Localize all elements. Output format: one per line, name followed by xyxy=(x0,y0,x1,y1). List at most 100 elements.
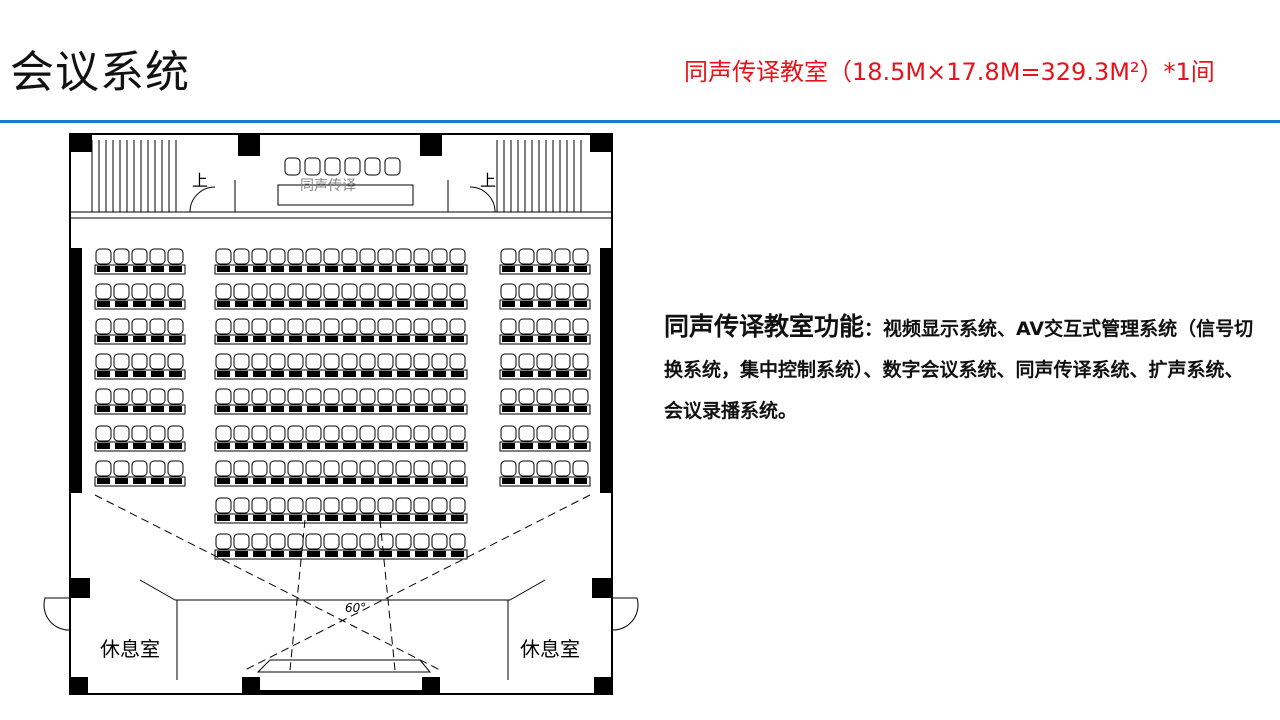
desk-unit xyxy=(151,266,164,272)
desk xyxy=(214,334,468,345)
seat xyxy=(131,460,148,477)
desk-unit xyxy=(115,478,128,484)
seat xyxy=(215,497,232,514)
seat xyxy=(377,248,394,265)
desk-unit xyxy=(133,266,146,272)
desk-unit xyxy=(397,515,410,521)
stair-label-left: 上 xyxy=(192,171,208,190)
seat xyxy=(431,318,448,335)
desk-unit xyxy=(133,371,146,377)
desk-unit xyxy=(520,443,533,449)
desk xyxy=(499,441,591,452)
seat xyxy=(413,283,430,300)
seat xyxy=(113,388,130,405)
seat xyxy=(269,353,286,370)
desk-unit xyxy=(133,443,146,449)
seat xyxy=(377,388,394,405)
seat xyxy=(395,460,412,477)
desk-unit xyxy=(520,406,533,412)
lounge-label-left: 休息室 xyxy=(100,637,160,661)
desk-unit xyxy=(379,478,392,484)
seat xyxy=(341,533,358,550)
seat xyxy=(269,425,286,442)
seat xyxy=(113,318,130,335)
desk-unit xyxy=(379,371,392,377)
seat xyxy=(251,497,268,514)
desk-unit xyxy=(451,371,464,377)
desk-unit xyxy=(151,336,164,342)
function-description: 同声传译教室功能：视频显示系统、AV交互式管理系统（信号切换系统，集中控制系统）… xyxy=(664,306,1254,432)
desk-unit xyxy=(325,551,338,557)
seat xyxy=(287,425,304,442)
desk-unit xyxy=(289,551,302,557)
desk-unit xyxy=(574,443,587,449)
seat-row xyxy=(214,460,468,487)
desk-unit xyxy=(115,406,128,412)
desk-unit xyxy=(271,515,284,521)
desk-unit xyxy=(415,266,428,272)
desk-unit xyxy=(415,301,428,307)
desk-unit xyxy=(451,266,464,272)
desk-unit xyxy=(397,266,410,272)
seat xyxy=(251,248,268,265)
seat-row xyxy=(94,248,186,275)
desk-unit xyxy=(271,266,284,272)
seat xyxy=(233,283,250,300)
seat xyxy=(215,353,232,370)
seat xyxy=(269,533,286,550)
desk-unit xyxy=(538,478,551,484)
desk-unit xyxy=(307,443,320,449)
seat xyxy=(233,248,250,265)
desk-unit xyxy=(97,478,110,484)
desk-unit xyxy=(271,336,284,342)
seat-row xyxy=(214,248,468,275)
desk-unit xyxy=(379,301,392,307)
seat xyxy=(269,318,286,335)
booth-label: 同声传译 xyxy=(300,178,356,194)
desk-unit xyxy=(574,406,587,412)
seat xyxy=(449,497,466,514)
seat xyxy=(395,353,412,370)
seat xyxy=(215,425,232,442)
seat xyxy=(95,248,112,265)
seat xyxy=(149,353,166,370)
seat xyxy=(323,388,340,405)
desk-unit xyxy=(343,406,356,412)
desk-unit xyxy=(379,515,392,521)
seat xyxy=(167,388,184,405)
seat xyxy=(305,497,322,514)
desk-unit xyxy=(325,443,338,449)
desk-unit xyxy=(169,406,182,412)
desk-unit xyxy=(115,336,128,342)
desk-unit xyxy=(217,301,230,307)
seat xyxy=(554,388,571,405)
desk-unit xyxy=(415,336,428,342)
desk xyxy=(94,264,186,275)
seat xyxy=(341,318,358,335)
desk-unit xyxy=(415,478,428,484)
seat xyxy=(395,388,412,405)
desk-unit xyxy=(343,336,356,342)
desk-unit xyxy=(307,336,320,342)
desk-unit xyxy=(574,336,587,342)
seat xyxy=(341,283,358,300)
seat xyxy=(215,318,232,335)
desk-unit xyxy=(235,406,248,412)
desk xyxy=(214,264,468,275)
desk-unit xyxy=(97,336,110,342)
seat xyxy=(215,533,232,550)
seat xyxy=(395,533,412,550)
desk-unit xyxy=(97,443,110,449)
interpreter-booth xyxy=(277,184,414,206)
desk-unit xyxy=(271,551,284,557)
desk-unit xyxy=(343,478,356,484)
desk-unit xyxy=(235,478,248,484)
desk-unit xyxy=(151,371,164,377)
desk-unit xyxy=(271,301,284,307)
desk-unit xyxy=(115,371,128,377)
seat-row xyxy=(94,460,186,487)
seat xyxy=(287,497,304,514)
seat xyxy=(395,425,412,442)
desk xyxy=(94,476,186,487)
desk-unit xyxy=(433,301,446,307)
